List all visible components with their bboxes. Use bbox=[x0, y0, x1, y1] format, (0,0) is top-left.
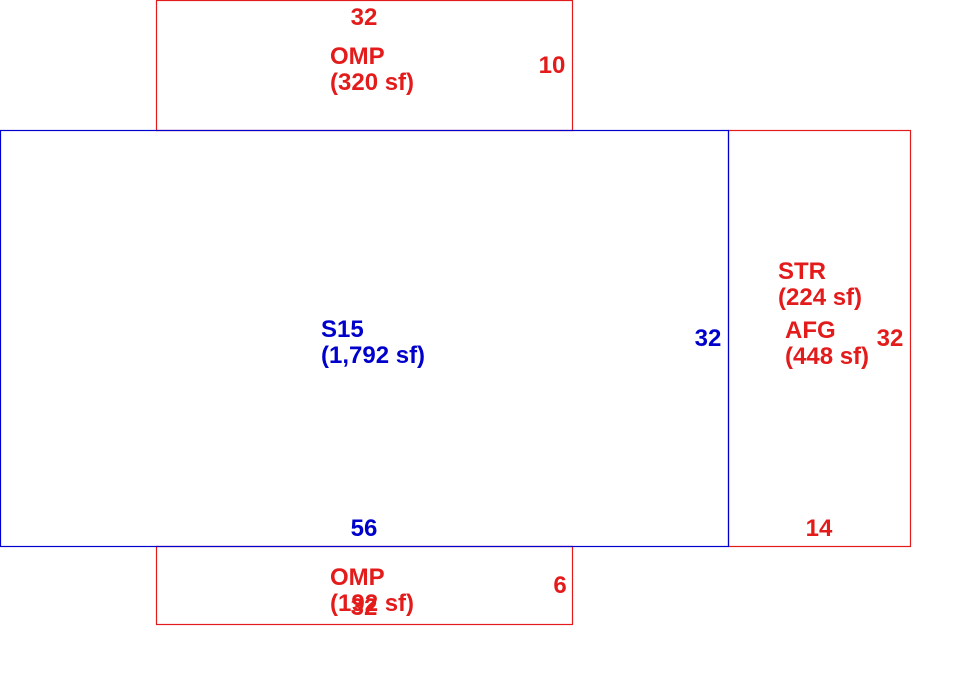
s15-code: S15 bbox=[321, 316, 364, 343]
omp-top-code: OMP bbox=[330, 43, 385, 70]
s15-width-dim: 56 bbox=[351, 515, 378, 542]
str-code: STR bbox=[778, 258, 826, 285]
afg-code: AFG bbox=[785, 317, 836, 344]
s15-depth-dim: 32 bbox=[695, 325, 722, 352]
s15-area: (1,792 sf) bbox=[321, 342, 425, 369]
omp-top-area: (320 sf) bbox=[330, 69, 414, 96]
omp-bottom-area: (192 sf) bbox=[330, 590, 414, 617]
omp-top-width-dim: 32 bbox=[351, 4, 378, 31]
s15-outline bbox=[0, 129, 730, 548]
omp-bottom-depth-dim: 6 bbox=[553, 572, 566, 599]
omp-top-depth-dim: 10 bbox=[539, 52, 566, 79]
str-area: (224 sf) bbox=[778, 284, 862, 311]
omp-bottom-width-dim: 32 bbox=[351, 594, 378, 621]
omp-bottom-code: OMP bbox=[330, 564, 385, 591]
afg-area: (448 sf) bbox=[785, 343, 869, 370]
str-afg-width-dim: 14 bbox=[806, 515, 833, 542]
str-afg-depth-dim: 32 bbox=[877, 325, 904, 352]
